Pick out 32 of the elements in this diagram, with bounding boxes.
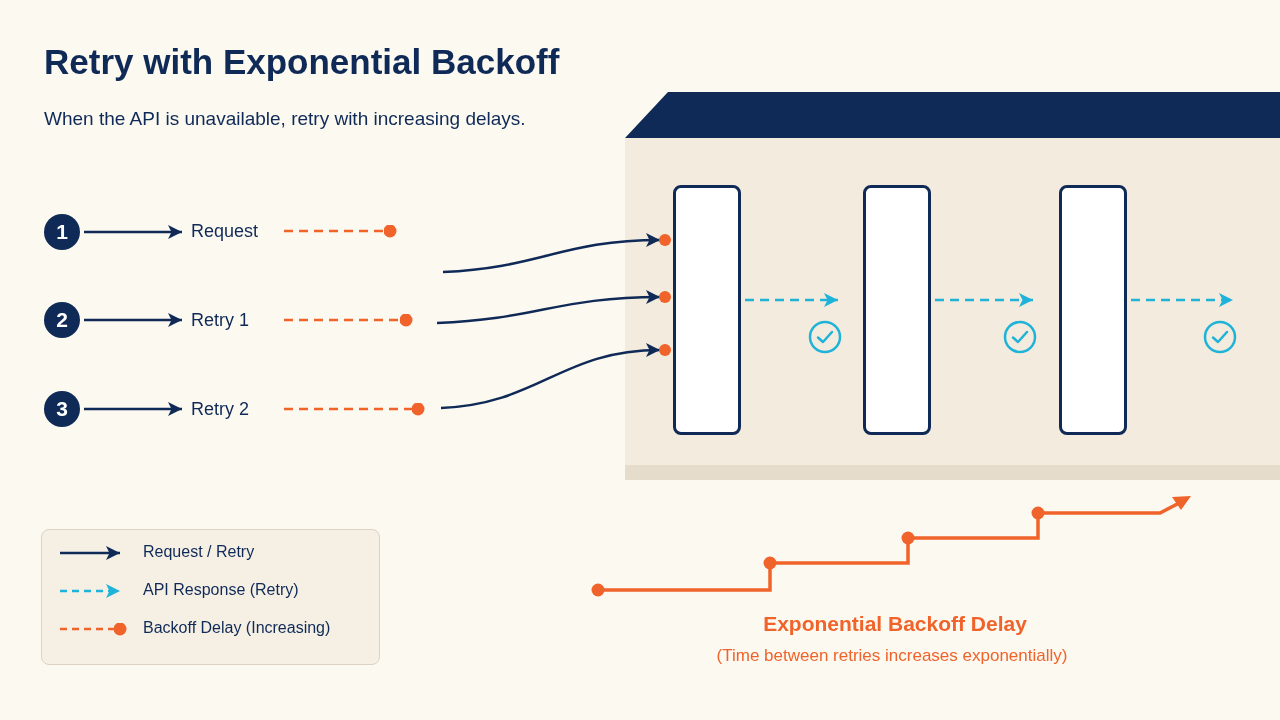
dotted-end-line <box>284 313 413 327</box>
arrow <box>442 233 661 274</box>
arrow <box>436 290 661 325</box>
step-label: Retry 1 <box>186 307 278 333</box>
arrow <box>745 293 838 307</box>
step-label: Request <box>186 218 278 244</box>
subtitle: When the API is unavailable, retry with increasing delays. <box>44 108 526 130</box>
step-number-badge: 3 <box>44 391 80 427</box>
server-box <box>1059 185 1127 435</box>
server-box <box>673 185 741 435</box>
server-box <box>863 185 931 435</box>
legend-text: Request / Retry <box>143 543 255 561</box>
step-label: Retry 2 <box>186 396 278 422</box>
check-icon <box>1003 320 1037 354</box>
arrow <box>1131 293 1233 307</box>
check-icon <box>1203 320 1237 354</box>
dotted-end-line <box>284 224 397 238</box>
dotted-end-line <box>284 402 425 416</box>
arrow <box>84 402 182 416</box>
arrow <box>84 225 182 239</box>
page-title: Retry with Exponential Backoff <box>44 42 560 82</box>
server-panel <box>625 138 1280 465</box>
delay-caption: Exponential Backoff Delay <box>763 612 1027 636</box>
step-number-badge: 2 <box>44 302 80 338</box>
delay-note: (Time between retries increases exponentially) <box>716 646 1068 666</box>
legend-text: API Response (Retry) <box>143 581 299 599</box>
step-number-badge: 1 <box>44 214 80 250</box>
arrow <box>440 343 661 410</box>
arrow <box>84 313 182 327</box>
arrow <box>935 293 1033 307</box>
check-icon <box>808 320 842 354</box>
legend-text: Backoff Delay (Increasing) <box>143 619 331 637</box>
